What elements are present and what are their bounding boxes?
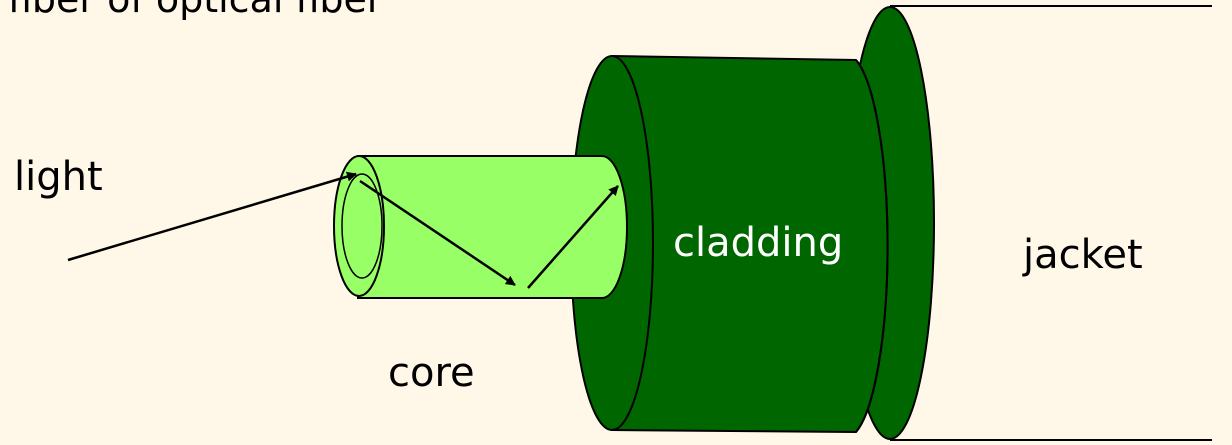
cut-off-heading-text: fiber of optical fiber: [8, 0, 383, 18]
cladding-rear-rim: [855, 59, 889, 433]
core-layer: [333, 155, 628, 299]
reflected-light-arrow-1: [359, 179, 516, 287]
jacket-label: jacket: [1023, 232, 1143, 278]
light-path: [67, 171, 619, 289]
core-body: [357, 155, 628, 299]
core-label: core: [388, 350, 475, 396]
cladding-layer: [570, 54, 889, 434]
reflected-light-arrow-2: [527, 185, 619, 289]
incoming-light-arrow: [67, 171, 357, 262]
jacket-layer: [845, 5, 1212, 441]
core-inner-rim: [341, 173, 383, 279]
light-label: light: [14, 154, 103, 200]
cladding-label: cladding: [673, 220, 844, 266]
